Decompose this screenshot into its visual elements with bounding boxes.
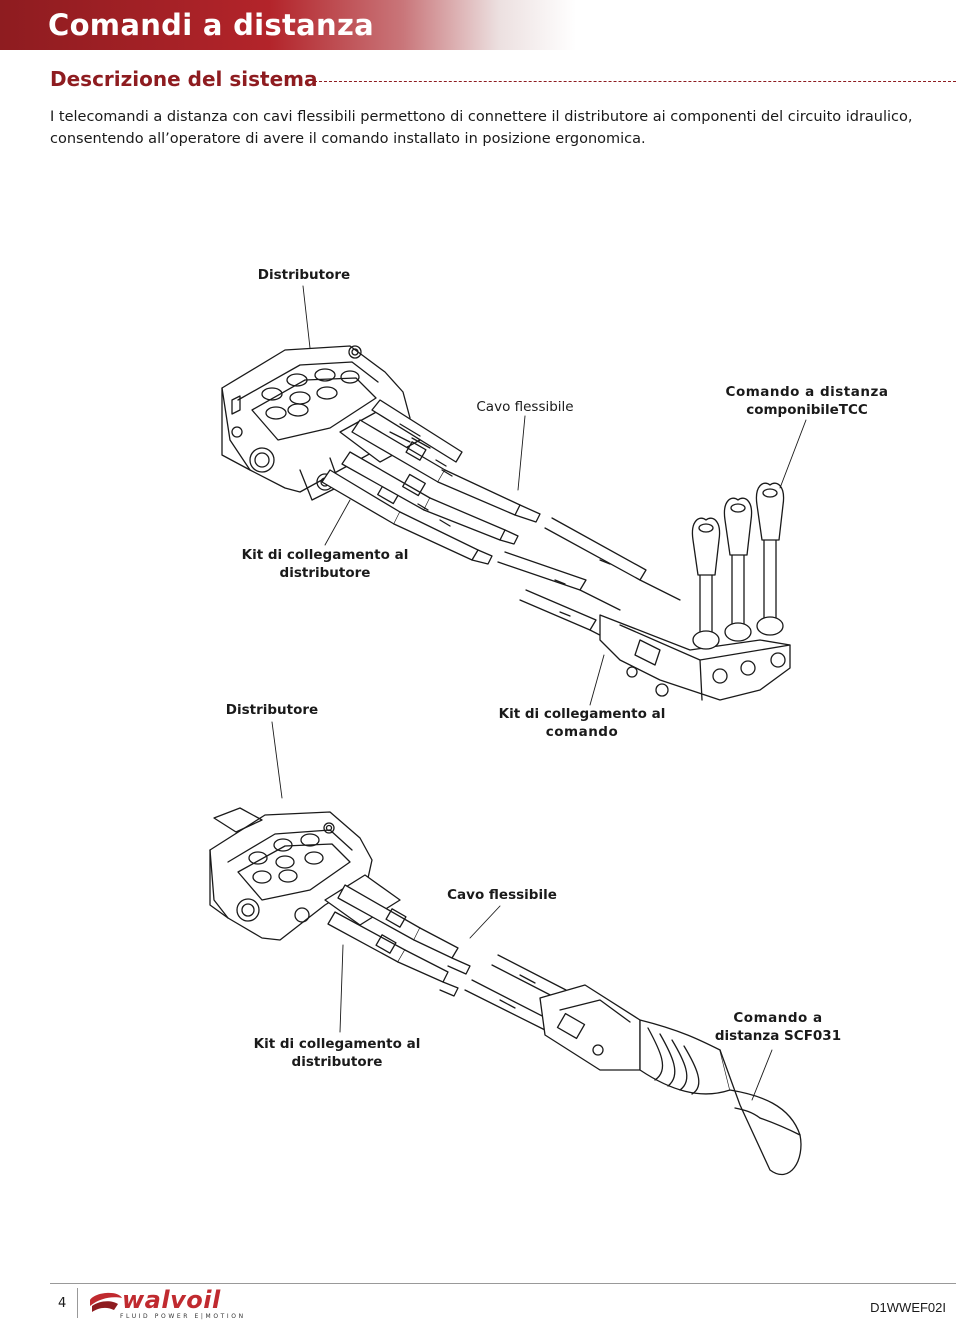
flexible-cables-1 [497, 517, 681, 649]
logo-wordmark: walvoil [122, 1286, 221, 1314]
label-kit-distributore-1-line2: distributore [279, 565, 371, 581]
header-bar: Comandi a distanza [0, 0, 960, 50]
label-cavo-flessibile-1: Cavo flessibile [476, 399, 574, 415]
label-kit-distributore-2-line1: Kit di collegamento al [253, 1036, 421, 1052]
walvoil-logo [90, 1292, 122, 1312]
label-kit-distributore-1-line1: Kit di collegamento al [241, 547, 409, 563]
section-divider [314, 81, 956, 82]
connection-kits-1 [321, 399, 541, 565]
label-comando-tcc-line2: componibileTCC [746, 402, 868, 418]
page-title: Comandi a distanza [48, 8, 374, 42]
section-heading: Descrizione del sistema [50, 67, 956, 91]
remote-control-tcc-1 [599, 482, 791, 701]
footer-separator [77, 1288, 78, 1318]
label-distributore-top: Distributore [257, 267, 351, 283]
label-kit-comando-line2: comando [545, 724, 619, 740]
leader-lines-2 [339, 905, 773, 1101]
label-comando-scf031-line2: distanza SCF031 [714, 1028, 842, 1044]
distributor-block-1 [221, 345, 411, 501]
label-cavo-flessibile-2: Cavo flessibile [447, 887, 557, 903]
label-comando-tcc-line1: Comando a distanza [725, 384, 889, 400]
label-kit-comando-line1: Kit di collegamento al [498, 706, 666, 722]
intro-paragraph: I telecomandi a distanza con cavi flessi… [50, 106, 950, 150]
footer-divider [50, 1283, 956, 1284]
document-code: D1WWEF02I [870, 1300, 946, 1315]
remote-control-scf031 [539, 984, 802, 1176]
leader-lines-1 [271, 285, 807, 799]
intro-line-2: consentendo all’operatore di avere il co… [50, 131, 646, 147]
label-kit-distributore-2-line2: distributore [291, 1054, 383, 1070]
label-distributore-mid: Distributore [225, 702, 319, 718]
intro-line-1: I telecomandi a distanza con cavi flessi… [50, 109, 913, 125]
section-title: Descrizione del sistema [50, 67, 318, 91]
connection-kits-2 [324, 874, 471, 997]
page-number: 4 [58, 1296, 67, 1311]
label-comando-scf031-line1: Comando a [733, 1010, 823, 1026]
logo-tagline: FLUID POWER E|MOTION [120, 1313, 246, 1320]
